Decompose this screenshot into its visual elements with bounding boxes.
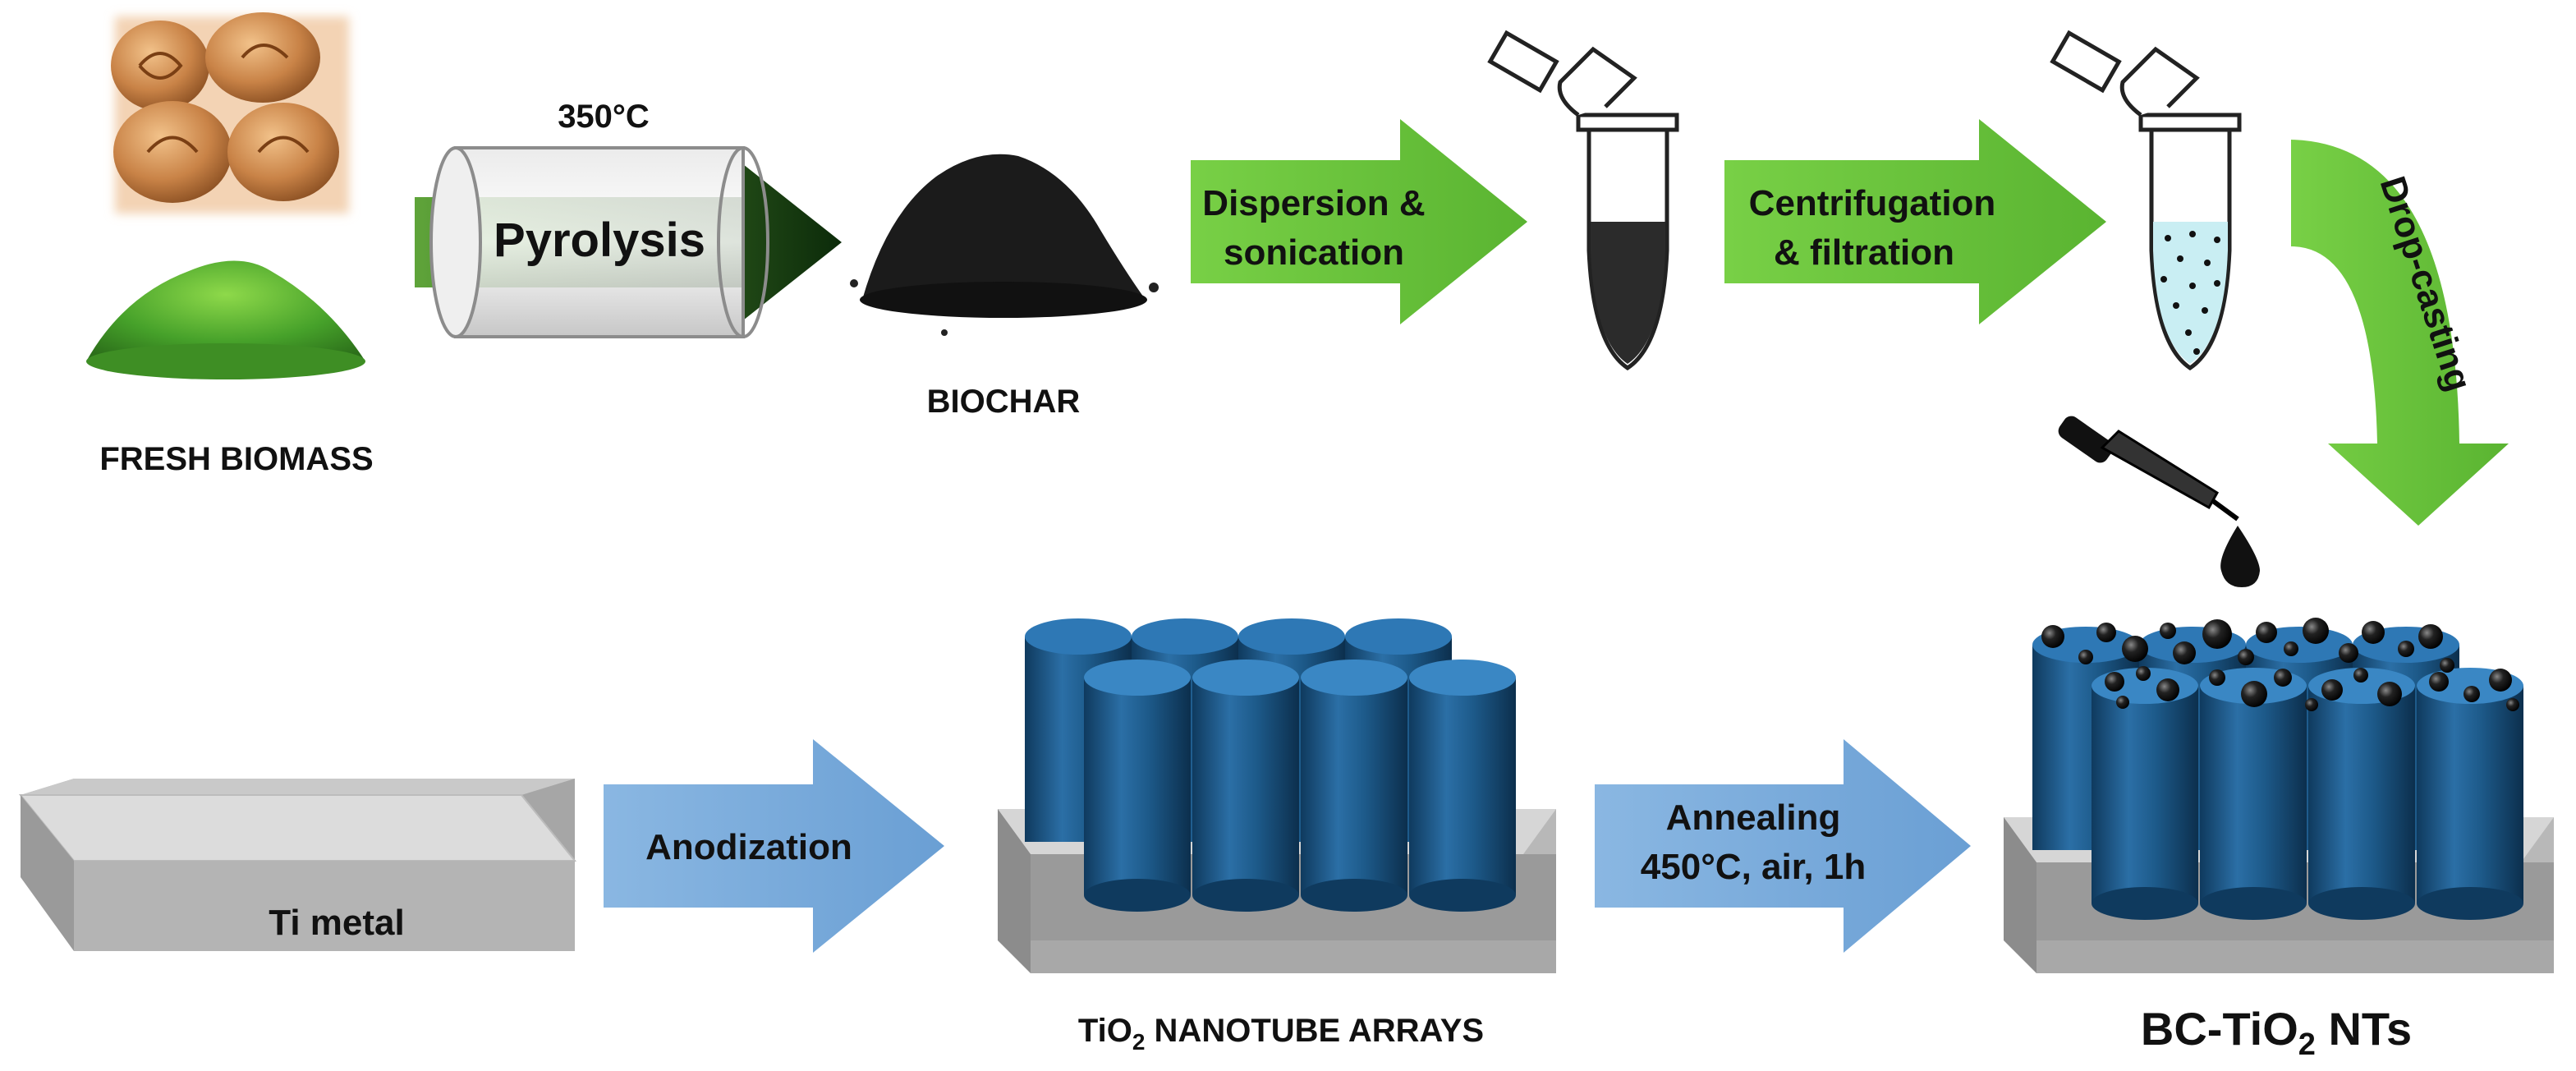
dispersion-arrow (1191, 119, 1527, 324)
ti-metal-plate (18, 779, 577, 951)
eppendorf-tube-dotted (2050, 30, 2242, 370)
tio2-label-prefix: TiO (1078, 1013, 1132, 1049)
bc-tio2-label: BC-TiO2 NTs (2141, 1003, 2412, 1062)
bc-tio2-label-suffix: NTs (2316, 1003, 2412, 1055)
bc-tio2-label-subscript: 2 (2298, 1027, 2316, 1062)
ti-metal-label: Ti metal (269, 903, 404, 943)
annealing-arrow (1595, 739, 1971, 953)
tio2-nanotube-label: TiO2 NANOTUBE ARRAYS (1078, 1013, 1484, 1055)
annealing-label-line1: Annealing (1666, 798, 1841, 838)
anodization-label: Anodization (645, 827, 852, 867)
biochar-particles (2041, 618, 2519, 711)
centrifugation-label-line2: & filtration (1774, 232, 1954, 273)
centrifugation-label-line1: Centrifugation (1749, 183, 1996, 223)
fresh-biomass-label: FRESH BIOMASS (99, 441, 373, 477)
walnut-image (111, 12, 349, 214)
biochar-label: BIOCHAR (927, 384, 1081, 420)
bc-tio2-nanotube-array (2004, 618, 2554, 973)
tio2-nanotube-array (998, 618, 1556, 973)
temperature-label: 350°C (558, 99, 650, 135)
green-powder-image (86, 260, 365, 379)
biochar-pile (850, 154, 1159, 336)
bc-tio2-label-prefix: BC-TiO (2141, 1003, 2298, 1055)
annealing-label-line2: 450°C, air, 1h (1641, 847, 1866, 887)
centrifugation-arrow (1724, 119, 2106, 324)
eppendorf-tube-dark (1487, 30, 1679, 370)
drop-casting-arrow (2291, 140, 2509, 526)
tio2-label-subscript: 2 (1132, 1029, 1146, 1055)
anodization-arrow (604, 739, 944, 953)
dispersion-label-line1: Dispersion & (1202, 183, 1425, 223)
pyrolysis-label: Pyrolysis (494, 214, 705, 267)
pyrolysis-reactor (429, 146, 769, 338)
dispersion-label-line2: sonication (1224, 232, 1404, 273)
dropper-icon (2058, 416, 2260, 587)
tio2-label-suffix: NANOTUBE ARRAYS (1145, 1013, 1484, 1049)
